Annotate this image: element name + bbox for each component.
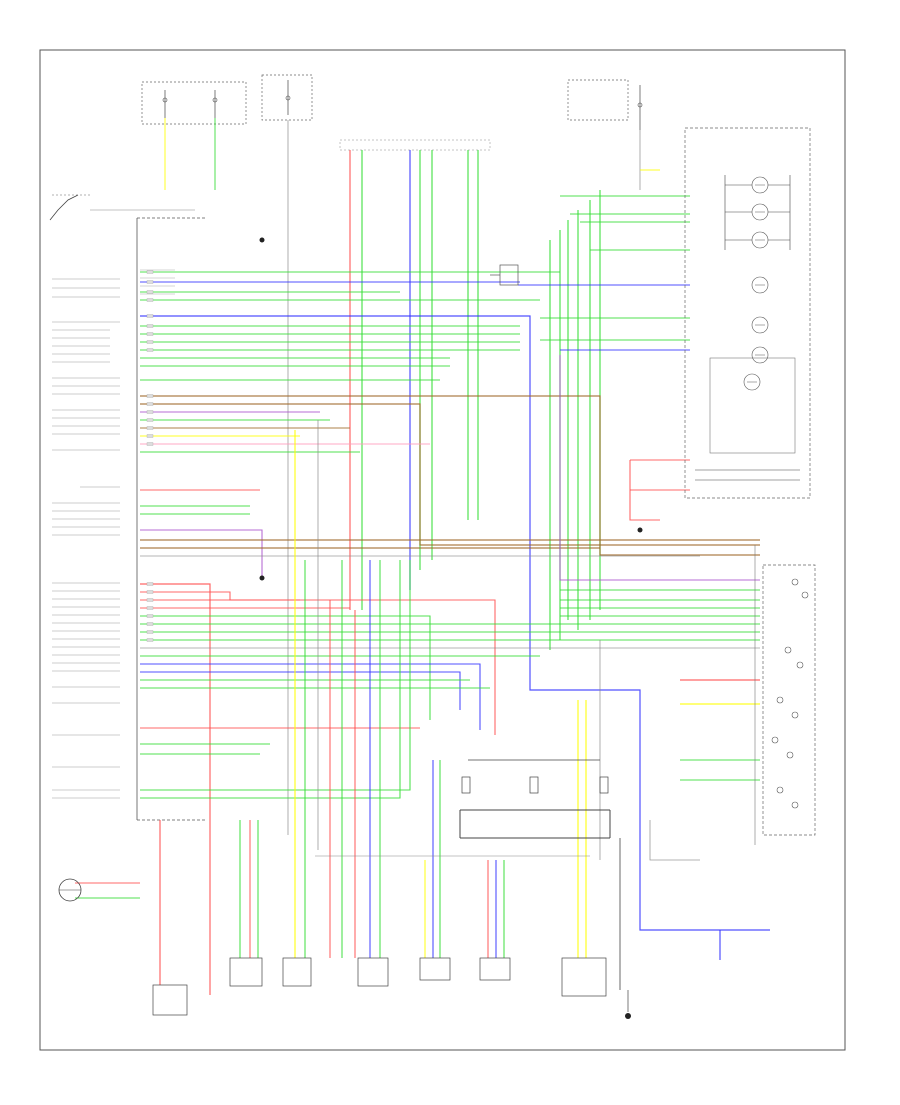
wire-blue-22 (140, 315, 770, 931)
lower-sensor-6 (479, 957, 511, 981)
wire-brown-30 (140, 395, 760, 556)
pin-label-14 (146, 434, 154, 438)
lower-sensor-7 (561, 957, 607, 997)
pin-label-6 (146, 332, 154, 336)
lower-sensor-3 (282, 957, 312, 987)
transmission-range-switch (754, 545, 816, 845)
wire-harness (75, 118, 770, 995)
indicator-lamp-p-icon (743, 373, 761, 391)
wire-purple-41 (140, 529, 263, 578)
diagram-border (39, 49, 846, 1051)
splice-block (459, 759, 611, 839)
indicator-lamp-d3-icon (751, 203, 769, 221)
pin-label-15 (146, 442, 154, 446)
indicator-lamp-1-icon (751, 276, 769, 294)
pin-label-22 (146, 630, 154, 634)
wire-brown-31 (140, 403, 760, 546)
pin-label-16 (146, 582, 154, 586)
transmission-control-module (52, 217, 205, 821)
ground-bottom-icon (625, 990, 631, 1019)
wire-red-45 (140, 583, 211, 995)
wire-gray-109 (649, 820, 700, 861)
pin-label-18 (146, 598, 154, 602)
pin-label-23 (146, 638, 154, 642)
pin-label-8 (146, 348, 154, 352)
relay-component (490, 264, 519, 286)
pin-label-2 (146, 290, 154, 294)
wire-green-63 (140, 560, 401, 799)
wire-green-49 (140, 615, 431, 720)
brake-switch (49, 194, 195, 221)
pin-label-13 (146, 426, 154, 430)
pin-label-19 (146, 606, 154, 610)
wire-blue-56 (140, 671, 461, 710)
speed-sensor-left (58, 878, 82, 902)
pin-label-3 (146, 298, 154, 302)
indicator-lamp-n-icon (751, 316, 769, 334)
wire-blue-55 (140, 663, 481, 730)
fuse-box-hot-at-all-times (141, 81, 247, 125)
fuse-box-right (567, 79, 643, 130)
indicator-lamp-2-icon (751, 231, 769, 249)
pin-label-11 (146, 410, 154, 414)
ground-junction-icon (259, 237, 643, 581)
pin-label-9 (146, 394, 154, 398)
wire-green-62 (140, 560, 411, 791)
pin-label-12 (146, 418, 154, 422)
lower-sensor-1 (152, 984, 188, 1016)
pin-label-21 (146, 622, 154, 626)
pin-label-10 (146, 402, 154, 406)
pin-label-17 (146, 590, 154, 594)
lower-sensor-5 (419, 957, 451, 981)
pin-label-4 (146, 314, 154, 318)
pin-label-20 (146, 614, 154, 618)
pin-label-0 (146, 270, 154, 274)
pin-label-1 (146, 280, 154, 284)
wire-red-74 (629, 460, 660, 521)
wire-purple-75 (559, 355, 760, 581)
indicator-lamp-d4-icon (751, 176, 769, 194)
indicator-lamp-r-icon (751, 346, 769, 364)
pin-label-5 (146, 324, 154, 328)
lower-sensor-4 (357, 957, 389, 987)
engine-control-module-connector-top (339, 139, 491, 151)
pin-label-7 (146, 340, 154, 344)
lower-sensor-2 (229, 957, 263, 987)
instrument-cluster (684, 127, 811, 499)
fuse-box-hot-in-run (261, 74, 313, 121)
